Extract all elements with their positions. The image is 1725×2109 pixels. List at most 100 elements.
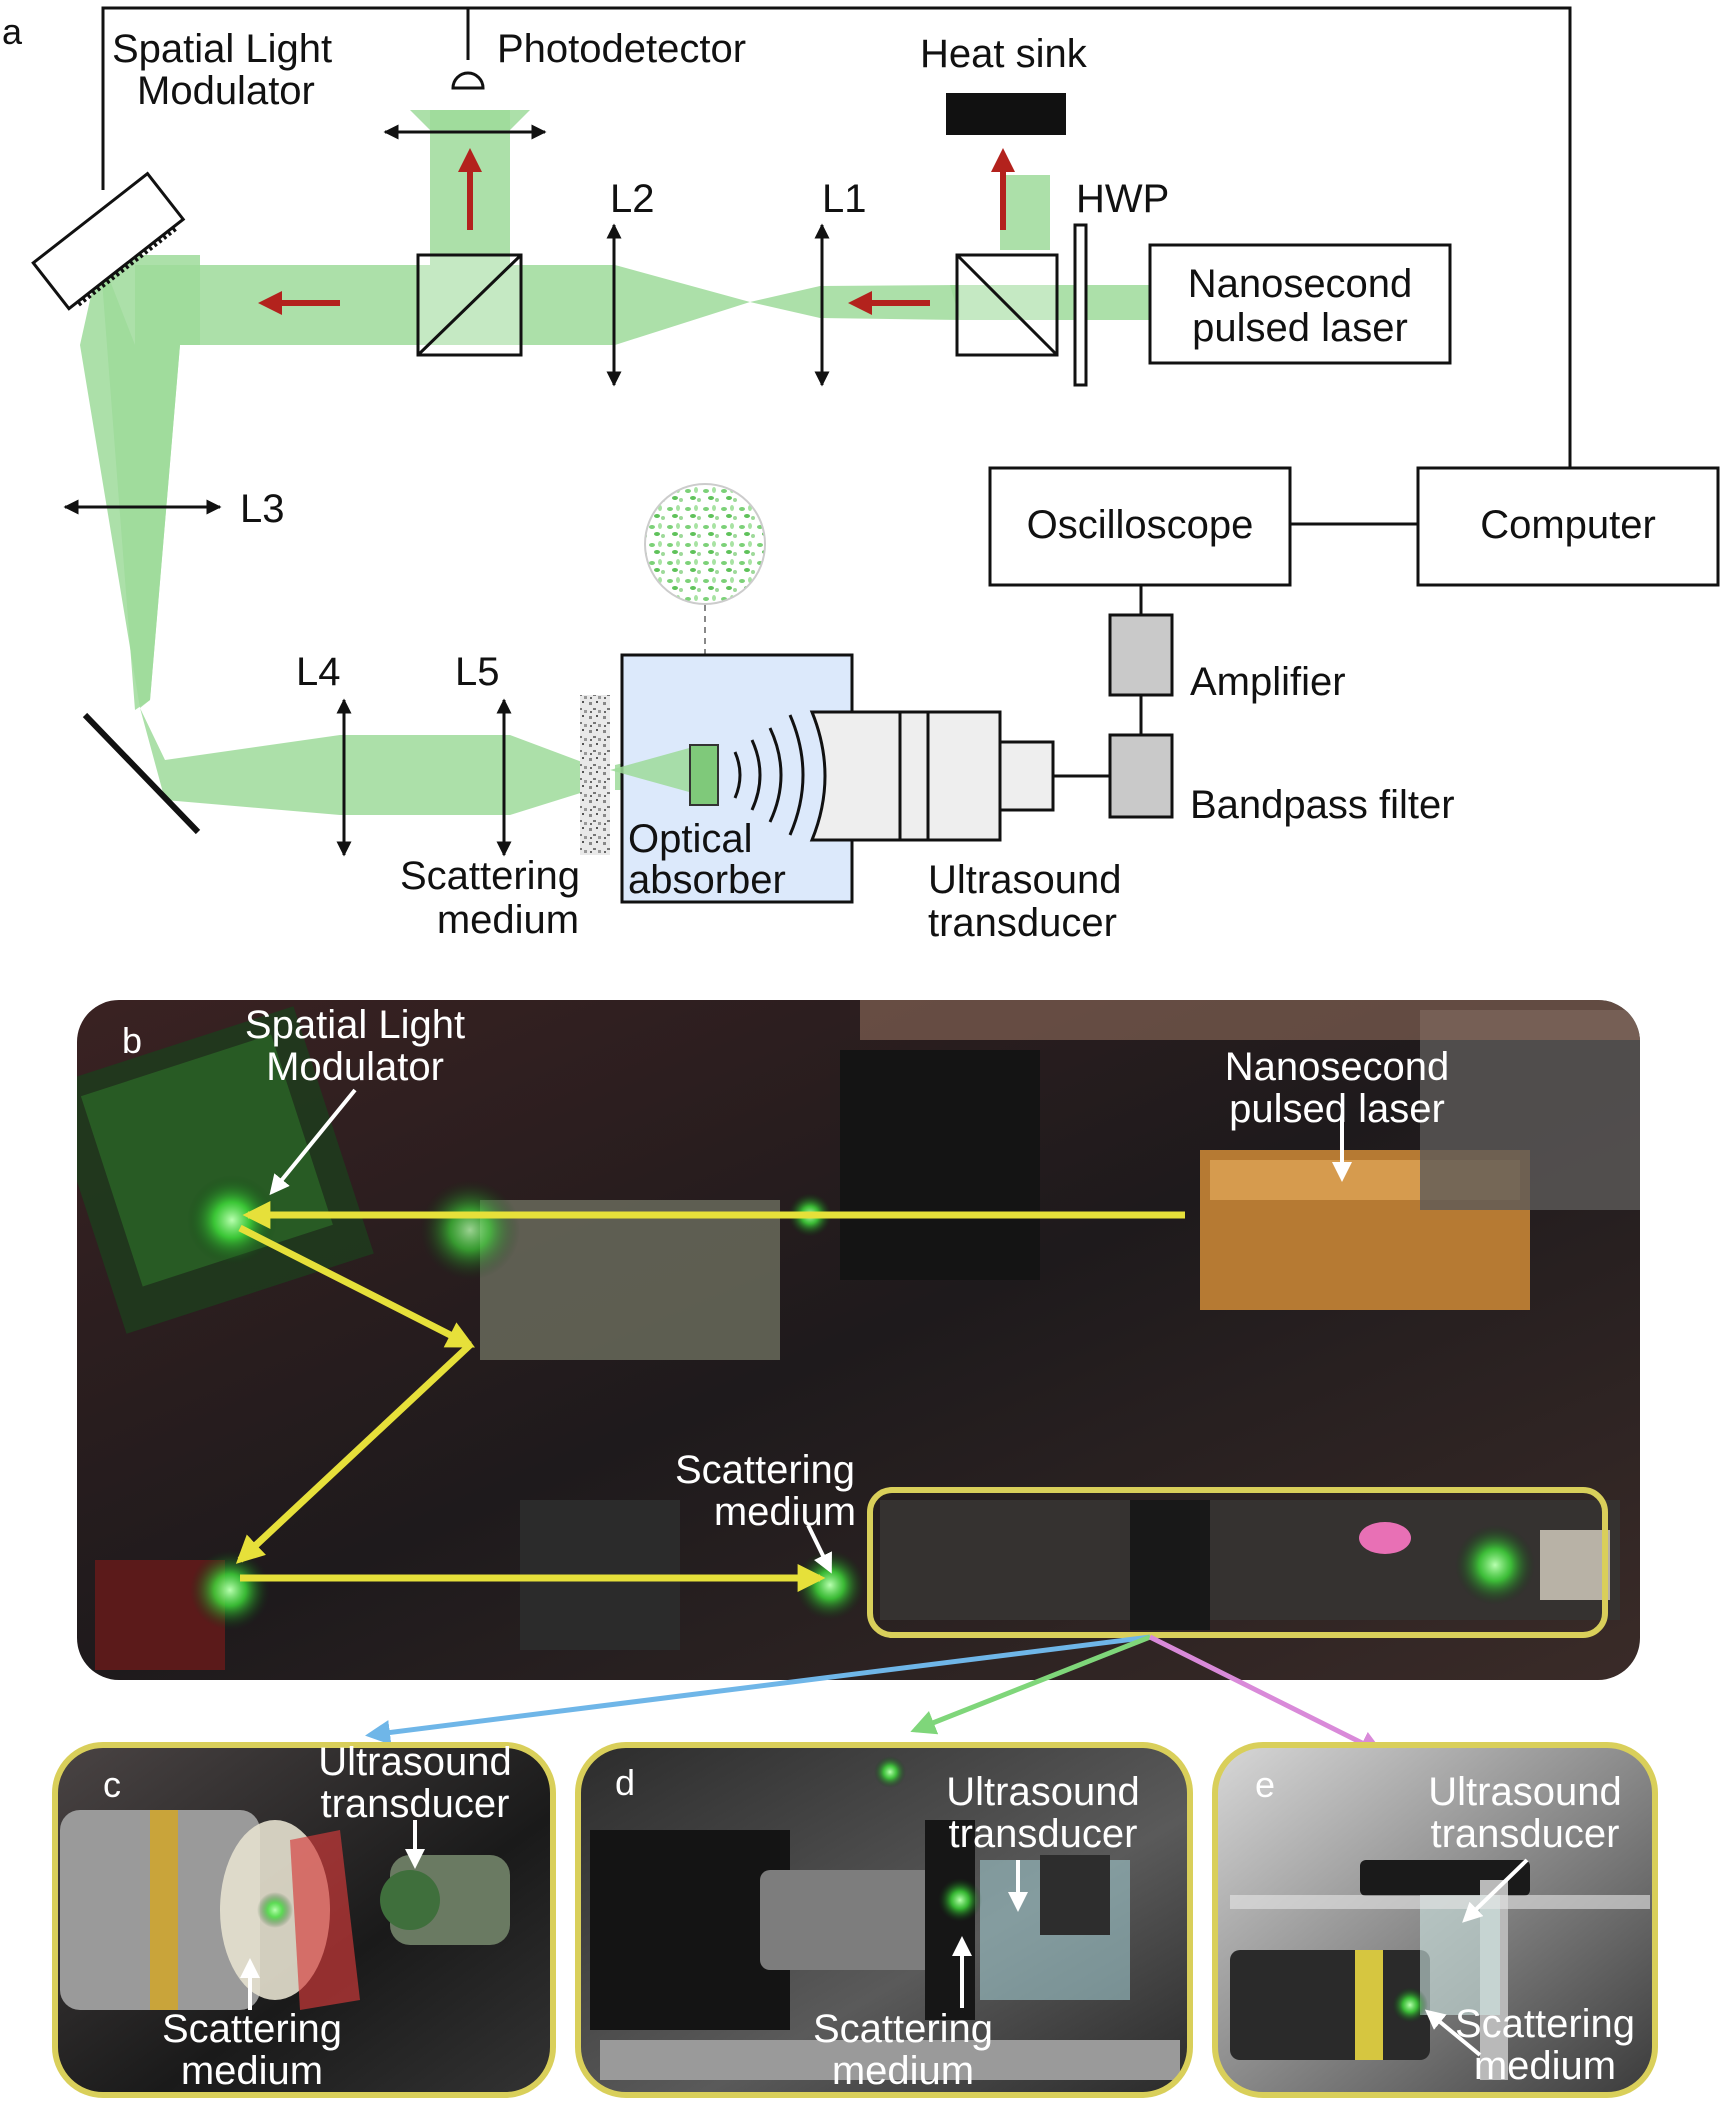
slm-pointer [269, 1088, 357, 1196]
transducer-label-2: transducer [928, 901, 1117, 945]
photo-c-frame [52, 1742, 556, 2098]
photo-d-scattering-label-1: Scattering [813, 2007, 993, 2051]
slm-device [31, 171, 186, 311]
sound-wave-2 [750, 739, 762, 811]
glow-d [874, 1756, 906, 1788]
photo-c-scattering-label-2: medium [181, 2049, 323, 2093]
ribbon-cable [860, 1000, 1640, 1040]
photo-panel-c: c Ultrasound transducer Scattering mediu… [52, 1740, 556, 2098]
heat-sink-label: Heat sink [920, 32, 1088, 76]
ring-e [1355, 1950, 1383, 2060]
photo-panel-d: d Ultrasound transducer Scattering mediu… [575, 1742, 1193, 2098]
photo-d-frame [575, 1742, 1193, 2098]
red-glow [290, 1830, 360, 2010]
preamp-block [1130, 1500, 1210, 1630]
focus-spot-d [938, 1878, 982, 1922]
photo-d-transducer-label-1: Ultrasound [946, 1770, 1139, 1814]
optics-rail [480, 1200, 780, 1360]
panel-label-d: d [615, 1762, 635, 1803]
transducer-label-1: Ultrasound [928, 858, 1121, 902]
water-tank-e [1420, 1895, 1500, 2015]
medium-pointer [806, 1524, 832, 1574]
photo-e-transducer-pointer [1462, 1858, 1529, 1923]
photo-panel-e: e Ultrasound transducer Scattering mediu… [1212, 1742, 1658, 2098]
panel-label-c: c [103, 1764, 121, 1805]
l4-label: L4 [296, 650, 341, 694]
beam-laser-out [1030, 285, 1150, 320]
computer-label: Computer [1480, 503, 1656, 547]
objective-ring [150, 1810, 178, 2010]
rail-d [600, 2040, 1180, 2080]
photo-e-frame [1212, 1742, 1658, 2098]
transducer-spot [1455, 1525, 1535, 1605]
beamsplitter-2 [955, 253, 1059, 357]
beam-heatsink [1000, 175, 1050, 250]
scattering-medium-icon [580, 695, 610, 855]
focus-spot-e [1392, 1987, 1428, 2023]
glow-1 [420, 1180, 520, 1280]
link-arrow-e [1148, 1634, 1385, 1755]
control-wire-top [101, 6, 1572, 468]
photo-e-medium-pointer [1424, 2009, 1482, 2057]
pink-filter [1359, 1522, 1411, 1554]
hwp-label: HWP [1076, 177, 1169, 221]
amplifier-box [1108, 613, 1174, 697]
heat-sink [946, 93, 1066, 135]
bandpass-label: Bandpass filter [1190, 783, 1455, 827]
laser-box [1148, 243, 1452, 365]
beam-path-3 [235, 1342, 473, 1564]
absorber-label-2: absorber [628, 858, 786, 902]
beamsplitter-1 [416, 253, 523, 357]
mirror-spot [190, 1550, 270, 1630]
sound-wave-3 [768, 727, 783, 823]
photo-e-transducer-label-1: Ultrasound [1428, 1770, 1621, 1814]
link-arrow-d [910, 1634, 1151, 1735]
photo-b-scattering-label-2: medium [714, 1490, 856, 1534]
optical-absorber [689, 744, 719, 806]
highlight-box [867, 1487, 1608, 1638]
speckle-pattern-inset [644, 483, 766, 605]
amplifier-label: Amplifier [1190, 660, 1346, 704]
photo-d-transducer-label-2: transducer [949, 1812, 1138, 1856]
computer-box [1416, 466, 1720, 587]
slm-label-2: Modulator [137, 69, 315, 113]
sound-wave-4 [788, 714, 805, 836]
photo-c-transducer-label-2: transducer [321, 1782, 510, 1826]
transducer-mount-d [1040, 1855, 1110, 1935]
medium-spot [795, 1550, 865, 1620]
photo-panel-b: b Spatial Light Modulator Nanosecond pul… [77, 1000, 1640, 1680]
beam-path-2 [238, 1224, 475, 1349]
l2-label: L2 [610, 177, 655, 221]
panel-label-a: a [2, 11, 23, 52]
photo-c-scattering-label-1: Scattering [162, 2007, 342, 2051]
beam-pbs1 [950, 285, 1030, 320]
photo-b-scattering-label-1: Scattering [675, 1448, 855, 1492]
beam-bottom [140, 708, 590, 815]
slm-label-1: Spatial Light [112, 27, 332, 71]
photo-e-scattering-label-1: Scattering [1455, 2002, 1635, 2046]
l1-label: L1 [822, 177, 867, 221]
mount-left [590, 1830, 790, 2030]
photodetector-icon [451, 71, 485, 90]
laser-label-2: pulsed laser [1192, 306, 1408, 350]
slm-spot [187, 1175, 277, 1265]
absorber-label-1: Optical [628, 817, 753, 861]
photo-b-slm-label-2: Modulator [266, 1045, 444, 1089]
l3-label: L3 [240, 487, 285, 531]
table-edge-e [1230, 1895, 1650, 1909]
oscilloscope-box [988, 466, 1292, 587]
transducer-face [380, 1870, 440, 1930]
photo-c-transducer-label-1: Ultrasound [318, 1740, 511, 1784]
half-wave-plate [1073, 223, 1088, 387]
mount-block [840, 1050, 1040, 1280]
bandpass-filter-box [1108, 733, 1174, 819]
schematic-panel: a Spatial Light Modulator [2, 6, 1720, 945]
focus-spot-c [257, 1892, 293, 1928]
scattering-label-2: medium [437, 898, 579, 942]
l5-label: L5 [455, 650, 500, 694]
photo-e-scattering-label-2: medium [1474, 2044, 1616, 2088]
sound-wave-1 [733, 751, 742, 799]
ultrasound-transducer-icon [809, 710, 1055, 842]
beam-l2 [420, 265, 750, 345]
